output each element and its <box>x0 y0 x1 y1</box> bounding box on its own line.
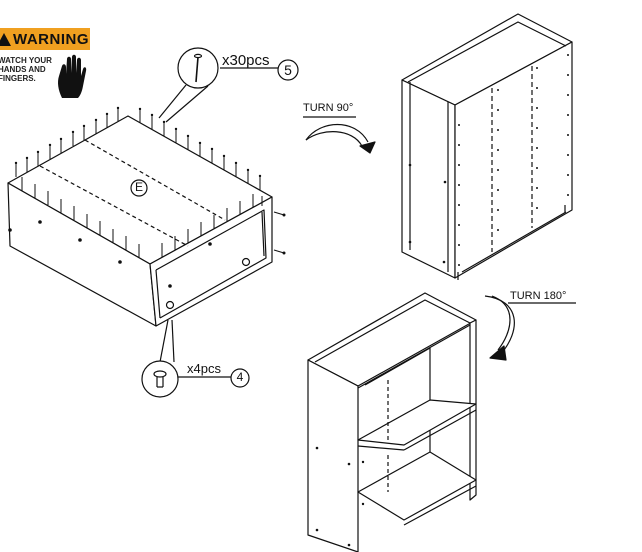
nail-part-number: 5 <box>284 62 292 78</box>
warning-label: WARNING WATCH YOUR HANDS AND FINGERS. <box>0 28 90 102</box>
warning-line: WATCH YOUR <box>0 56 52 65</box>
carcass-flat <box>7 115 273 327</box>
step-turn-90: TURN 90° <box>303 102 354 114</box>
warning-line: FINGERS. <box>0 74 36 83</box>
rotate-arrow-icon <box>303 116 376 154</box>
cam-lock-icon <box>153 370 167 388</box>
warning-banner: WARNING <box>0 28 90 50</box>
warning-title: WARNING <box>13 30 89 48</box>
cam-part-number: 4 <box>236 370 244 384</box>
warning-line: HANDS AND <box>0 65 46 74</box>
cam-callout <box>141 319 250 398</box>
carcass-back-view <box>401 13 573 280</box>
cam-quantity: x4pcs <box>187 361 221 376</box>
nail-icon <box>193 53 203 83</box>
step-turn-180: TURN 180° <box>510 290 567 302</box>
warning-text: WATCH YOUR HANDS AND FINGERS. <box>0 56 56 83</box>
bookcase-upright <box>307 292 477 552</box>
nail-quantity: x30pcs <box>222 52 270 69</box>
warning-triangle-icon <box>0 32 11 46</box>
nail-callout <box>158 47 299 123</box>
panel-label-e: E <box>134 180 143 194</box>
hand-stop-icon <box>58 54 87 98</box>
nails-perimeter <box>15 108 285 258</box>
rotate-arrow-icon-2 <box>484 295 576 361</box>
